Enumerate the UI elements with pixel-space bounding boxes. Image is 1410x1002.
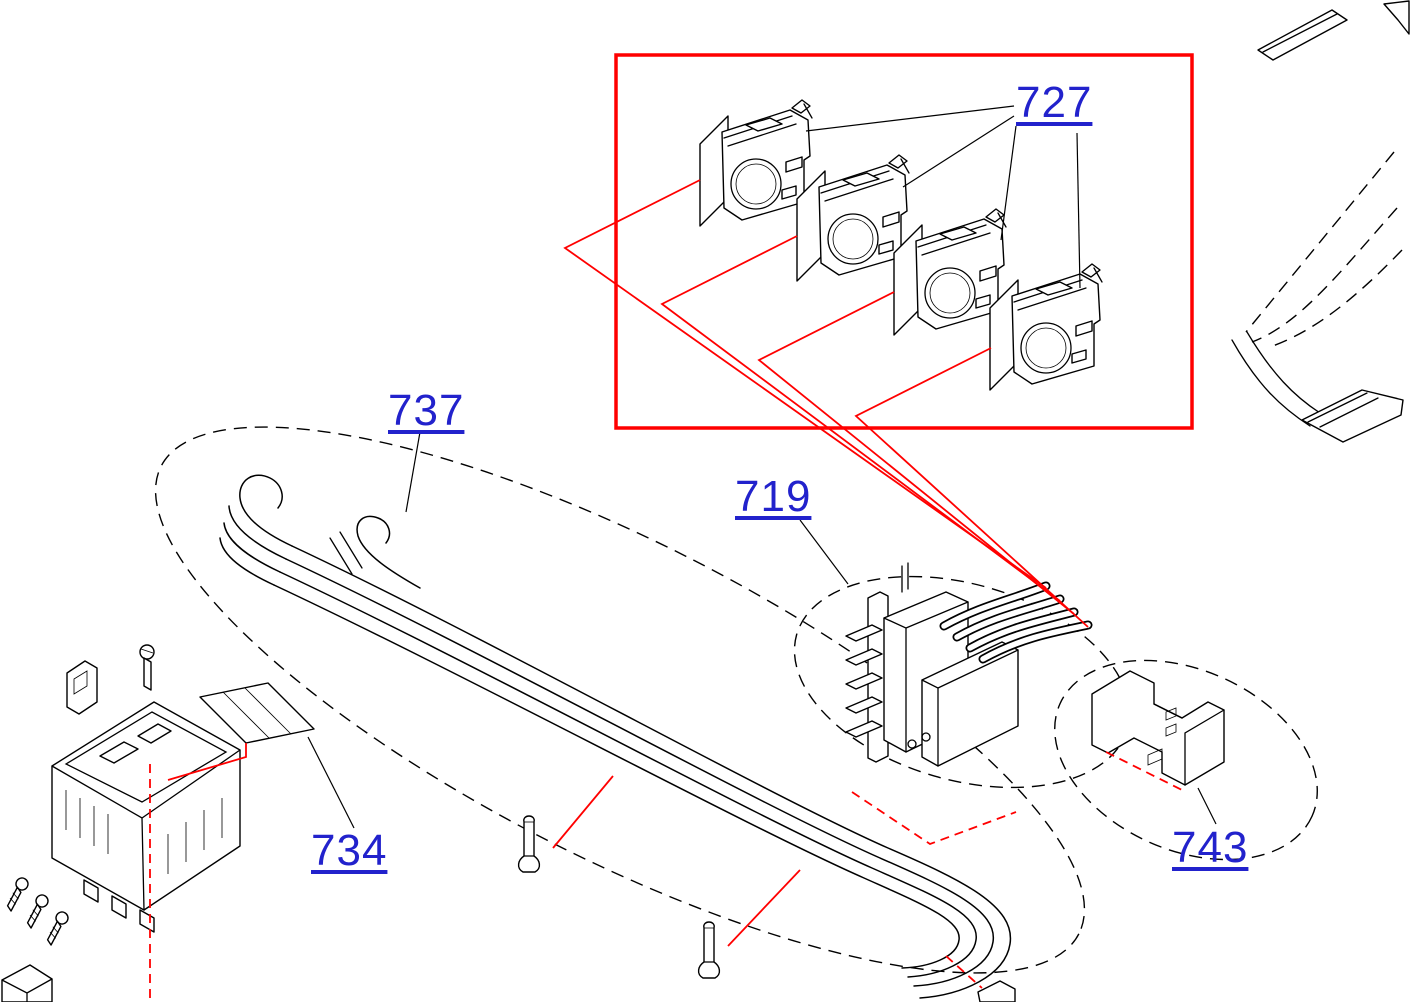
assembly-guide-line-1 bbox=[563, 179, 1047, 589]
screw-1 bbox=[2, 875, 31, 914]
corner-part bbox=[1383, 0, 1410, 35]
part-label-719[interactable]: 719 bbox=[735, 472, 812, 521]
cartridge-2 bbox=[796, 154, 910, 282]
tube-clamp-1 bbox=[517, 815, 541, 873]
cartridge-4 bbox=[989, 263, 1103, 391]
part-label-727[interactable]: 727 bbox=[1016, 78, 1093, 127]
part-label-737[interactable]: 737 bbox=[388, 386, 465, 435]
red-annotations bbox=[149, 53, 1194, 1002]
screw-2 bbox=[22, 892, 51, 931]
cartridges-727 bbox=[699, 99, 1103, 391]
part-label-734[interactable]: 734 bbox=[311, 826, 388, 875]
cartridge-1 bbox=[699, 99, 813, 227]
screw-top bbox=[139, 644, 155, 691]
ink-tube-bundle-737 bbox=[219, 474, 1012, 999]
tube-clamp-2 bbox=[697, 921, 721, 979]
assembly-guide-line-3 bbox=[757, 291, 1075, 615]
screw-3 bbox=[42, 909, 71, 948]
group-outline-737 bbox=[154, 426, 1086, 974]
highlight-box-727 bbox=[614, 53, 1194, 430]
part-label-743[interactable]: 743 bbox=[1172, 823, 1249, 872]
assembly-guide-line-2 bbox=[660, 235, 1061, 602]
cartridge-3 bbox=[893, 208, 1007, 336]
valve-assembly-719 bbox=[845, 562, 1093, 767]
tube-clamps bbox=[517, 815, 721, 979]
bracket-743 bbox=[1091, 670, 1225, 786]
label-leader-lines bbox=[307, 105, 1217, 829]
assembly-guide-line-4 bbox=[854, 347, 1089, 628]
head-film-strip bbox=[199, 682, 315, 744]
adjacent-parts-top-right bbox=[1231, 0, 1410, 443]
adjacent-parts-bottom bbox=[1, 964, 1016, 1002]
group-outline-743 bbox=[1054, 659, 1318, 861]
printhead-assembly-734 bbox=[2, 644, 315, 948]
